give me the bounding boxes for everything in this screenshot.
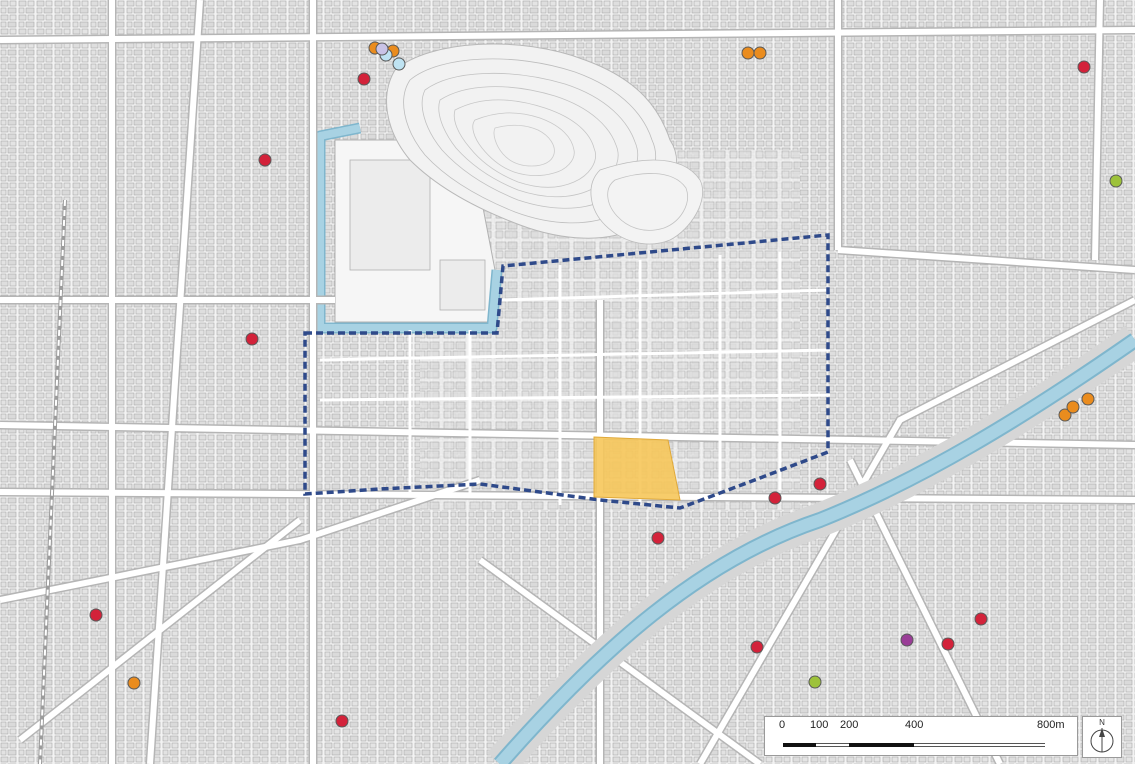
green-marker[interactable] bbox=[808, 675, 822, 689]
lightblue-marker[interactable] bbox=[392, 57, 406, 71]
scale-bar: 0 100 200 400 800m bbox=[764, 716, 1078, 756]
moat bbox=[316, 124, 501, 332]
north-arrow: N bbox=[1082, 716, 1122, 758]
scale-segment bbox=[783, 743, 816, 747]
red-marker[interactable] bbox=[750, 640, 764, 654]
orange-marker[interactable] bbox=[1081, 392, 1095, 406]
red-marker[interactable] bbox=[357, 72, 371, 86]
north-label: N bbox=[1099, 718, 1105, 727]
castle-building bbox=[439, 259, 486, 311]
orange-marker[interactable] bbox=[741, 46, 755, 60]
red-marker[interactable] bbox=[335, 714, 349, 728]
railway bbox=[38, 199, 67, 764]
red-marker[interactable] bbox=[258, 153, 272, 167]
red-marker[interactable] bbox=[89, 608, 103, 622]
scale-segment bbox=[848, 743, 914, 747]
highlighted-block[interactable] bbox=[593, 436, 681, 501]
compass-north-icon bbox=[1090, 728, 1114, 753]
scale-segment bbox=[815, 743, 849, 747]
lavender-marker[interactable] bbox=[375, 42, 389, 56]
red-marker[interactable] bbox=[651, 531, 665, 545]
orange-marker[interactable] bbox=[1058, 408, 1072, 422]
scale-tick-label: 200 bbox=[840, 719, 859, 731]
district-boundary bbox=[303, 233, 830, 510]
scale-tick-label: 400 bbox=[905, 719, 924, 731]
hill-contours bbox=[386, 43, 703, 245]
castle-building bbox=[349, 159, 431, 271]
orange-marker[interactable] bbox=[1066, 400, 1080, 414]
river bbox=[487, 326, 1135, 764]
red-marker[interactable] bbox=[245, 332, 259, 346]
red-marker[interactable] bbox=[941, 637, 955, 651]
red-marker[interactable] bbox=[768, 491, 782, 505]
red-marker[interactable] bbox=[1077, 60, 1091, 74]
orange-marker[interactable] bbox=[127, 676, 141, 690]
scale-tick-label: 800m bbox=[1037, 719, 1065, 731]
orange-marker[interactable] bbox=[753, 46, 767, 60]
red-marker[interactable] bbox=[813, 477, 827, 491]
scale-tick-label: 0 bbox=[779, 719, 786, 731]
green-marker[interactable] bbox=[1109, 174, 1123, 188]
red-marker[interactable] bbox=[974, 612, 988, 626]
scale-tick-label: 100 bbox=[810, 719, 829, 731]
scale-segment bbox=[914, 743, 1045, 747]
purple-marker[interactable] bbox=[900, 633, 914, 647]
marker-layer bbox=[89, 41, 1123, 728]
